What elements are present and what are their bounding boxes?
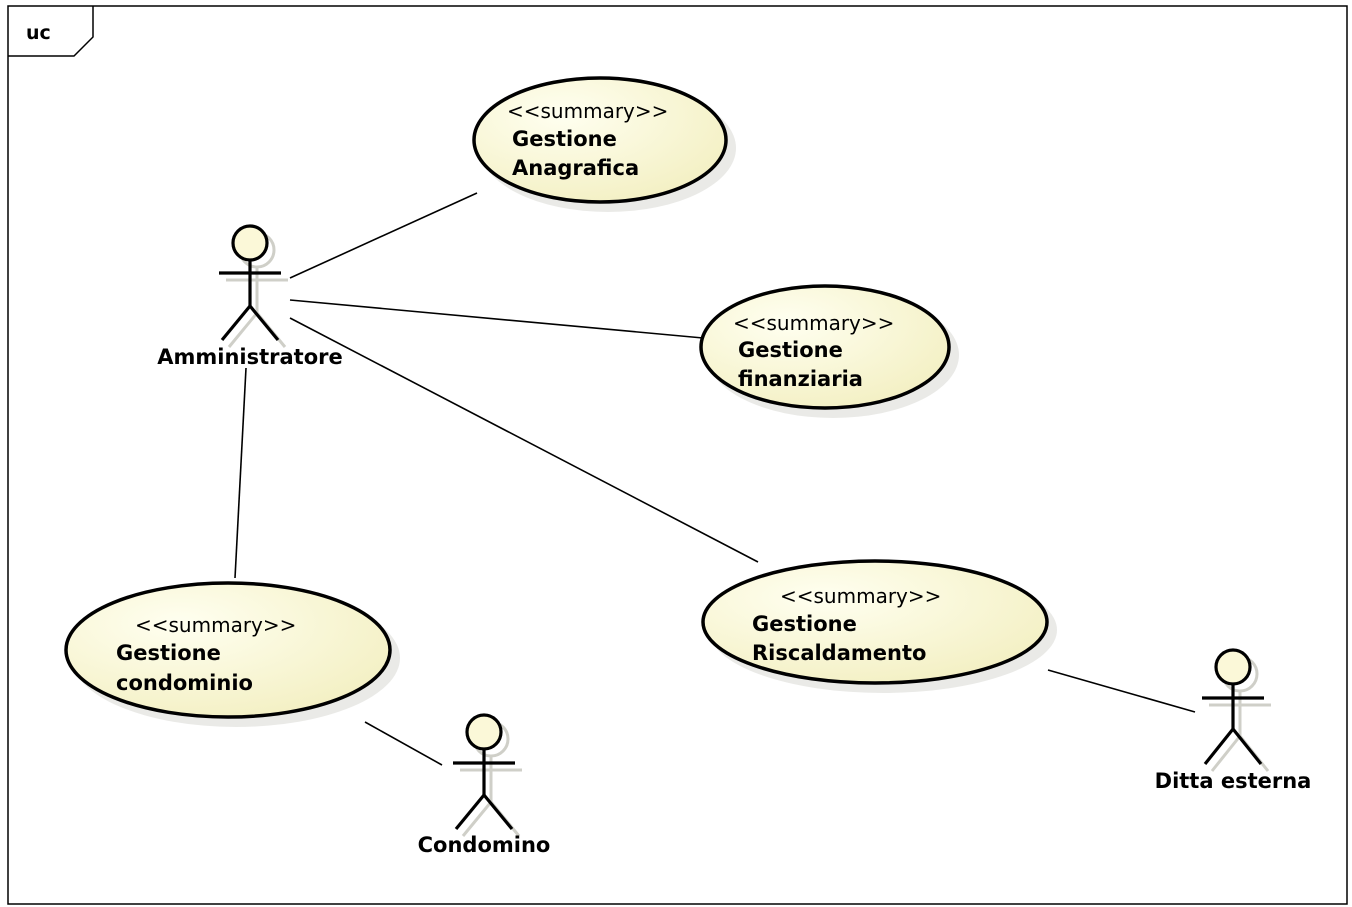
use-case-gestione-anagrafica[interactable]: <<summary>> Gestione Anagrafica [472,76,736,212]
use-case-name-line-1: Gestione [738,338,843,362]
associations [234,192,1196,766]
stick-figure-icon [453,713,522,837]
stick-figure-icon [1202,648,1271,772]
use-case-name-line-2: finanziaria [738,367,863,391]
actor-name: Ditta esterna [1155,769,1312,793]
association-amministratore-condominio[interactable] [234,367,247,579]
use-case-ellipse [701,559,1049,685]
actor-ditta-esterna[interactable]: Ditta esterna [1155,648,1312,793]
use-case-stereotype: <<summary>> [135,613,296,637]
use-case-name-line-1: Gestione [512,127,617,151]
use-case-name-line-2: condominio [116,671,253,695]
use-case-stereotype: <<summary>> [507,99,668,123]
diagram-frame: uc [7,5,1348,905]
actor-condomino[interactable]: Condomino [418,713,551,857]
use-case-gestione-riscaldamento[interactable]: <<summary>> Gestione Riscaldamento [701,559,1057,693]
use-case-stereotype: <<summary>> [780,584,941,608]
actor-amministratore[interactable]: Amministratore [157,224,343,369]
actor-name: Amministratore [157,345,343,369]
association-amministratore-riscaldamento[interactable] [289,317,759,563]
use-case-gestione-finanziaria[interactable]: <<summary>> Gestione finanziaria [699,284,959,418]
use-case-ellipse [472,76,728,204]
use-case-ellipse [699,284,951,410]
association-condominio-condomino[interactable] [364,721,443,766]
frame-label: uc [26,22,51,44]
use-case-ellipse [64,581,392,719]
use-case-name-line-1: Gestione [116,641,221,665]
use-case-name-line-2: Riscaldamento [752,641,926,665]
use-case-name-line-1: Gestione [752,612,857,636]
stick-figure-icon [219,224,288,348]
actor-name: Condomino [418,833,551,857]
association-amministratore-finanziaria[interactable] [289,299,704,339]
association-amministratore-anagrafica[interactable] [289,192,478,279]
association-riscaldamento-ditta[interactable] [1047,669,1196,713]
use-case-name-line-2: Anagrafica [512,156,639,180]
use-case-gestione-condominio[interactable]: <<summary>> Gestione condominio [64,581,400,727]
use-case-stereotype: <<summary>> [733,311,894,335]
